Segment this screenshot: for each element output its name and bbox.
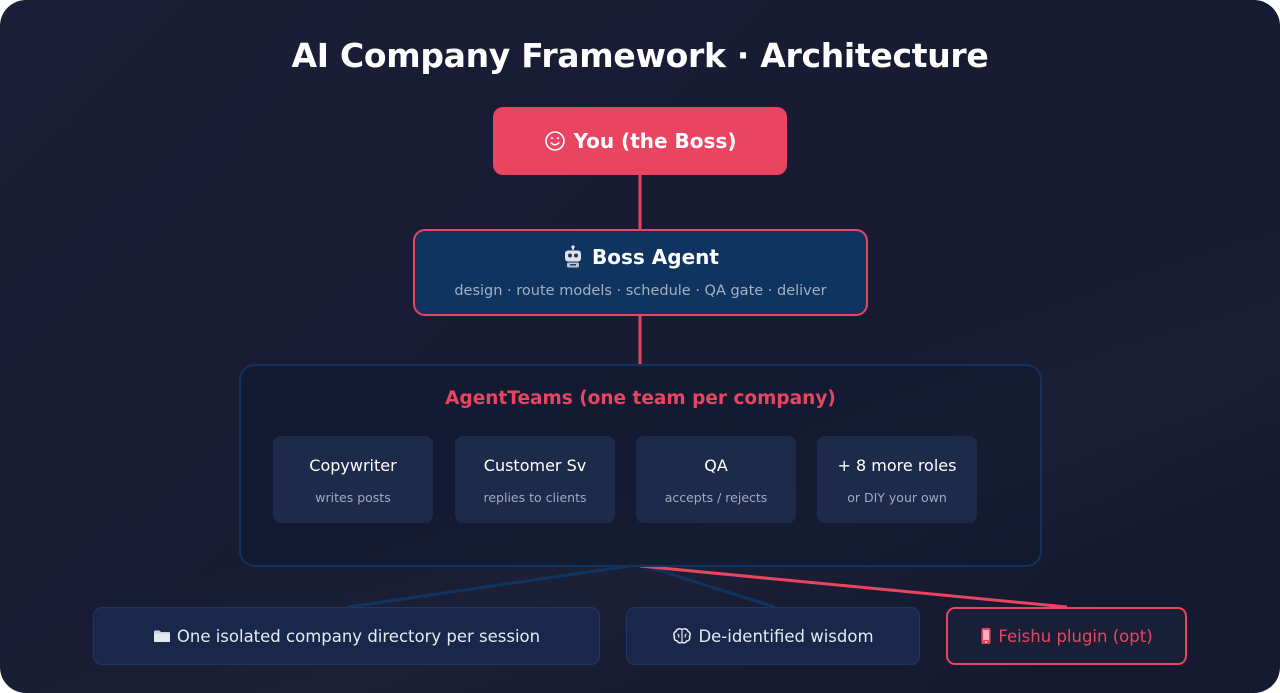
role-desc: or DIY your own [847,490,947,505]
smiley-face-icon [544,130,566,152]
boss-agent-title-row: Boss Agent [415,245,866,269]
role-name: Customer Sv [483,456,587,475]
connector-teams-to-directory [347,564,631,609]
role-desc: writes posts [315,490,391,505]
wisdom-node: De-identified wisdom [626,607,920,665]
role-card-customer-service: Customer Sv replies to clients [455,436,615,523]
role-desc: replies to clients [483,490,587,505]
diagram-title: AI Company Framework · Architecture [291,36,989,75]
role-name: QA [704,456,728,475]
feishu-label: Feishu plugin (opt) [998,626,1153,646]
directory-label: One isolated company directory per sessi… [176,626,541,646]
role-card-more-roles: + 8 more roles or DIY your own [817,436,977,523]
connector-teams-to-feishu [639,564,1068,609]
connector-teams-to-wisdom [644,564,776,609]
folder-icon [153,629,171,643]
role-card-copywriter: Copywriter writes posts [273,436,433,523]
boss-agent-node: Boss Agent design · route models · sched… [413,229,868,316]
agent-teams-title: AgentTeams (one team per company) [445,388,836,409]
robot-icon [562,245,584,269]
mobile-phone-icon [980,627,992,645]
agent-teams-panel: AgentTeams (one team per company) Copywr… [239,364,1042,567]
boss-node: You (the Boss) [493,107,787,175]
role-desc: accepts / rejects [664,490,768,505]
feishu-node: Feishu plugin (opt) [946,607,1187,665]
wisdom-label: De-identified wisdom [698,626,874,646]
boss-agent-subtitle: design · route models · schedule · QA ga… [454,283,827,299]
boss-label: You (the Boss) [573,129,737,153]
role-name: + 8 more roles [837,456,957,475]
boss-agent-title: Boss Agent [592,245,719,269]
directory-node: One isolated company directory per sessi… [93,607,600,665]
brain-icon [672,627,692,645]
role-card-qa: QA accepts / rejects [636,436,796,523]
role-name: Copywriter [309,456,397,475]
